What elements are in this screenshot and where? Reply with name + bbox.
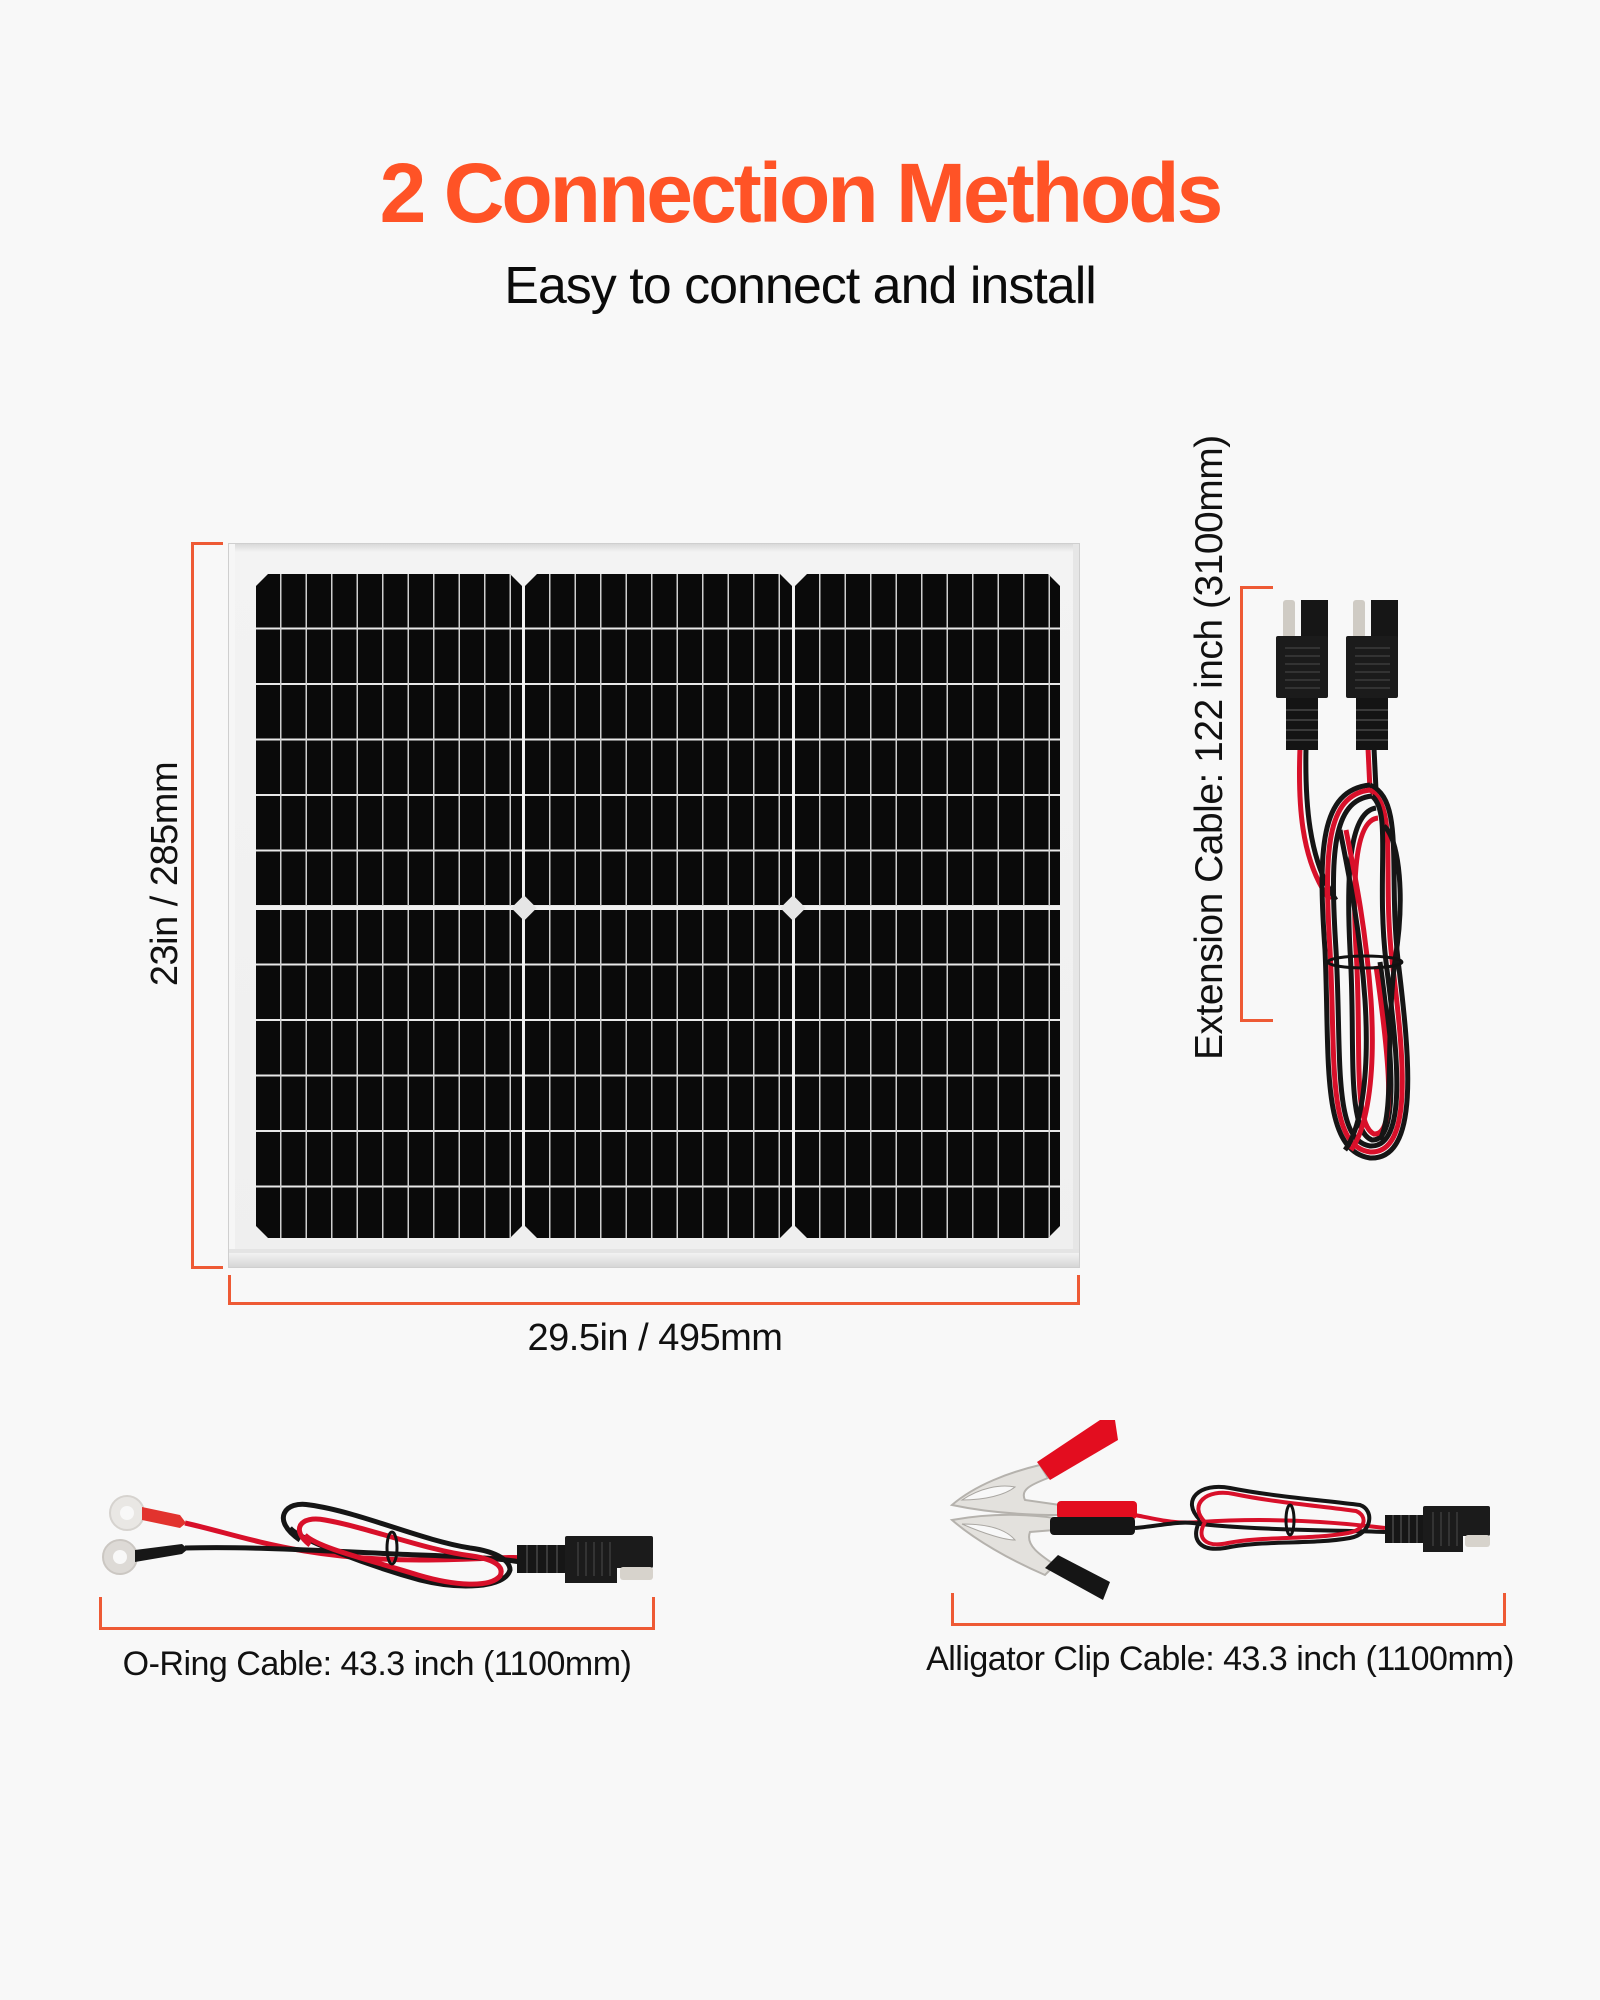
solar-panel-image: [228, 543, 1080, 1268]
extension-cable-image: [1276, 600, 1411, 1161]
sae-connector-icon: [1276, 600, 1328, 750]
sae-connector-icon: [1346, 600, 1398, 750]
o-ring-cable-label: O-Ring Cable: 43.3 inch (1100mm): [122, 1645, 632, 1683]
solar-cell-block: [256, 574, 522, 906]
page-title: 2 Connection Methods: [379, 146, 1224, 240]
panel-width-label: 29.5in / 495mm: [527, 1317, 783, 1359]
panel-height-label: 23in / 285mm: [144, 761, 186, 987]
extension-cable-label: Extension Cable: 122 inch (3100mm): [1188, 435, 1231, 1060]
solar-cell-block: [525, 910, 792, 1238]
solar-cell-block: [525, 574, 792, 906]
solar-cell-block: [795, 574, 1060, 906]
solar-cell-block: [795, 910, 1060, 1238]
solar-cell-block: [256, 910, 522, 1238]
page-subtitle: Easy to connect and install: [504, 257, 1097, 315]
alligator-clip-cable-image: [949, 1420, 1490, 1600]
o-ring-cable-image: [102, 1495, 653, 1589]
alligator-cable-label: Alligator Clip Cable: 43.3 inch (1100mm): [926, 1640, 1514, 1678]
